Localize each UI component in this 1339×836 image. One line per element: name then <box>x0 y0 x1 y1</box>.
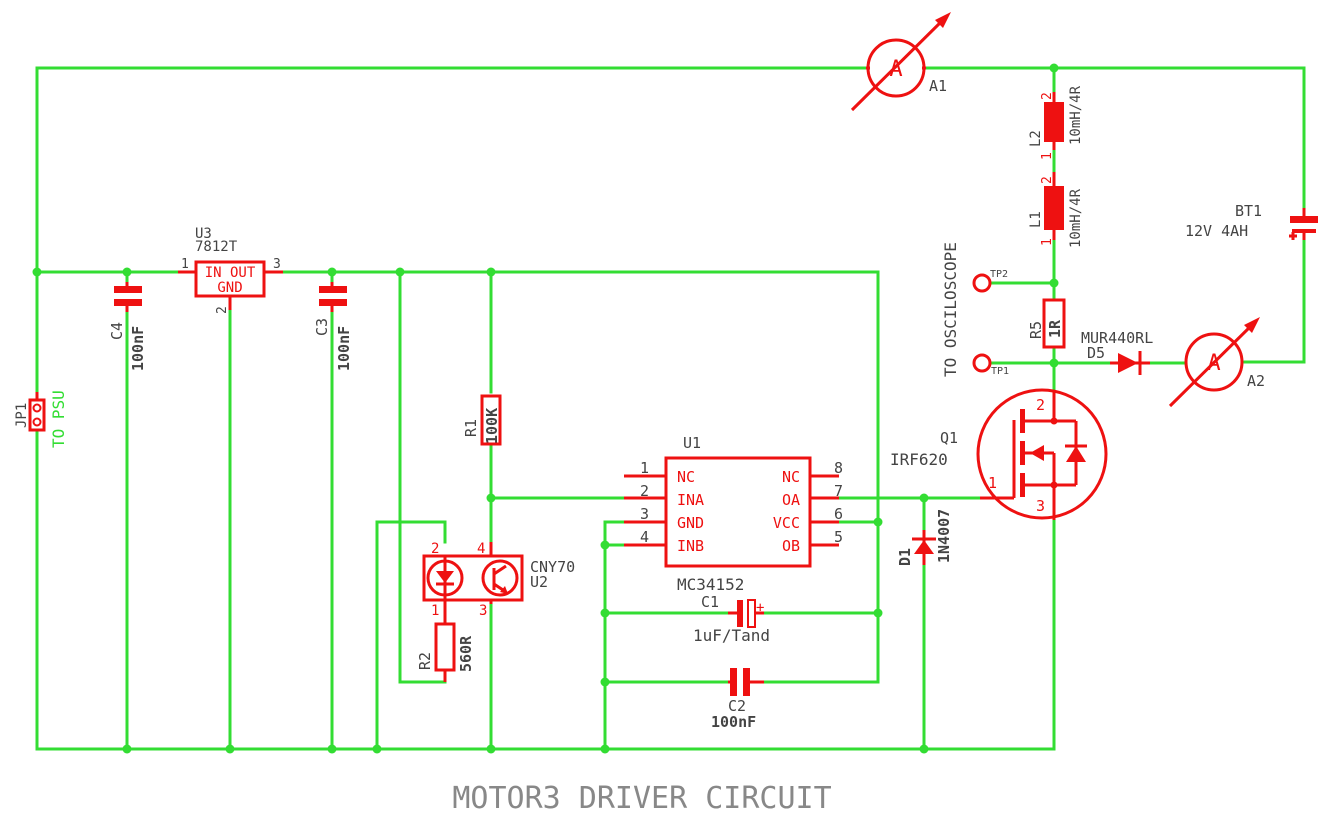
svg-text:1: 1 <box>1040 152 1055 160</box>
c4-name: C4 <box>108 322 126 340</box>
mosfet-q1: 2 3 1 Q1 IRF620 <box>890 388 1108 520</box>
svg-text:VCC: VCC <box>773 514 800 532</box>
u3-value: 7812T <box>195 239 238 255</box>
svg-text:2: 2 <box>640 482 649 500</box>
svg-text:2: 2 <box>431 541 439 557</box>
u1-right-pins: 8 7 6 5 NC OA VCC OB <box>773 459 843 555</box>
c1-value: 1uF/Tand <box>693 626 770 645</box>
svg-text:3: 3 <box>479 603 487 619</box>
svg-text:4: 4 <box>640 528 649 546</box>
diode-d1: D1 1N4007 <box>896 509 953 566</box>
junctions <box>32 63 1059 754</box>
a2-name: A2 <box>1247 372 1265 390</box>
d5-value: MUR440RL <box>1081 329 1153 347</box>
c4-value: 100nF <box>129 326 147 371</box>
u3-name: U3 <box>195 226 212 242</box>
svg-text:5: 5 <box>834 528 843 546</box>
u3-in-out-label: IN OUT <box>205 265 256 281</box>
svg-text:3: 3 <box>273 257 281 272</box>
sensor-u2: 2 4 1 3 CNY70 U2 <box>422 541 575 624</box>
r5-value: 1R <box>1046 319 1064 338</box>
r5-name: R5 <box>1027 321 1045 339</box>
jumper-jp1: JP1 TO PSU <box>14 390 68 448</box>
resistor-r5: R5 1R <box>1027 298 1066 349</box>
svg-text:3: 3 <box>640 505 649 523</box>
u1-left-pins: 1 2 3 4 NC INA GND INB <box>640 459 704 555</box>
svg-text:2: 2 <box>1036 396 1045 414</box>
svg-text:1: 1 <box>181 257 189 272</box>
svg-text:1: 1 <box>640 459 649 477</box>
bt1-name: BT1 <box>1235 202 1262 220</box>
d1-value: 1N4007 <box>935 509 953 563</box>
u2-name: U2 <box>530 573 548 591</box>
q1-name: Q1 <box>940 429 958 447</box>
svg-text:INA: INA <box>677 491 704 509</box>
resistor-r2: R2 560R <box>416 622 475 682</box>
jp1-name: JP1 <box>14 403 30 428</box>
u3-gnd-label: GND <box>217 280 242 296</box>
u2-value: CNY70 <box>530 558 575 576</box>
svg-text:TP2: TP2 <box>990 269 1008 280</box>
svg-text:8: 8 <box>834 459 843 477</box>
a1-name: A1 <box>929 77 947 95</box>
svg-text:1: 1 <box>988 474 997 492</box>
diode-d5: MUR440RL D5 <box>1081 329 1153 375</box>
u1-name: U1 <box>683 434 701 452</box>
r1-value: 100K <box>483 408 501 444</box>
l1-value: 10mH/4R <box>1068 188 1084 248</box>
svg-text:GND: GND <box>677 514 704 532</box>
jp1-label: TO PSU <box>49 390 68 448</box>
capacitor-c3: C3 100nF <box>313 282 353 371</box>
c3-value: 100nF <box>335 326 353 371</box>
svg-text:2: 2 <box>215 306 230 314</box>
driver-ic-u1: U1 MC34152 1 2 3 4 NC INA GND INB 8 7 6 … <box>624 434 843 594</box>
bt1-value: 12V 4AH <box>1185 222 1248 240</box>
svg-text:NC: NC <box>782 468 800 486</box>
svg-text:4: 4 <box>477 541 485 557</box>
capacitor-c4: C4 100nF <box>108 282 147 371</box>
svg-text:2: 2 <box>1040 176 1055 184</box>
test-point-tp1: TP1 <box>972 353 1009 377</box>
c1-name: C1 <box>701 593 719 611</box>
svg-text:3: 3 <box>1036 497 1045 515</box>
c2-name: C2 <box>728 697 746 715</box>
r1-name: R1 <box>462 419 480 437</box>
oscilloscope-label: TO OSCILOSCOPE <box>941 242 960 377</box>
ammeter-a1: A A1 <box>850 12 951 112</box>
battery-bt1: BT1 12V 4AH <box>1185 202 1318 240</box>
l1-name: L1 <box>1028 211 1044 228</box>
resistor-r1: R1 100K <box>462 394 502 446</box>
svg-text:INB: INB <box>677 537 704 555</box>
d1-name: D1 <box>896 548 914 566</box>
wires <box>35 66 1306 751</box>
svg-text:OA: OA <box>782 491 800 509</box>
svg-text:6: 6 <box>834 505 843 523</box>
ammeter-a2: A A2 <box>1168 317 1265 408</box>
svg-text:1: 1 <box>1040 238 1055 246</box>
svg-text:1: 1 <box>431 603 439 619</box>
diagram-title: MOTOR3 DRIVER CIRCUIT <box>452 781 831 816</box>
q1-value: IRF620 <box>890 450 948 469</box>
inductor-l1: 2 1 L1 10mH/4R <box>1028 172 1084 248</box>
u1-value: MC34152 <box>677 575 744 594</box>
c2-value: 100nF <box>711 713 756 731</box>
r2-name: R2 <box>416 652 434 670</box>
svg-text:7: 7 <box>834 482 843 500</box>
regulator-u3: IN OUT GND U3 7812T 1 3 2 <box>178 226 283 314</box>
d5-name: D5 <box>1087 344 1105 362</box>
svg-text:NC: NC <box>677 468 695 486</box>
test-point-tp2: TP2 <box>972 269 1008 293</box>
svg-text:OB: OB <box>782 537 800 555</box>
svg-text:+: + <box>756 600 764 616</box>
l2-name: L2 <box>1028 130 1044 147</box>
capacitor-c2: C2 100nF <box>711 668 764 731</box>
inductor-l2: 2 1 L2 10mH/4R <box>1028 85 1084 160</box>
r2-value: 560R <box>457 635 475 672</box>
c3-name: C3 <box>313 318 331 336</box>
capacitor-c1: + C1 1uF/Tand <box>693 593 770 645</box>
svg-text:TP1: TP1 <box>991 366 1009 377</box>
l2-value: 10mH/4R <box>1068 85 1084 145</box>
svg-text:2: 2 <box>1040 92 1055 100</box>
